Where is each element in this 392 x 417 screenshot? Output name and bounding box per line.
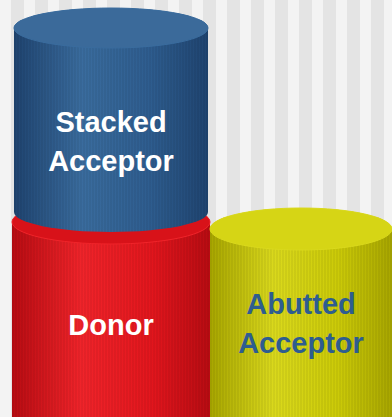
cylinder-top	[14, 8, 208, 48]
cylinder-node: Stacked Acceptor	[14, 8, 208, 232]
node-label: Abutted Acceptor	[210, 285, 392, 363]
cylinder-top	[12, 200, 210, 244]
cylinder-texture	[210, 208, 392, 417]
cylinder-node: Abutted Acceptor	[210, 208, 392, 417]
cylinder-top	[210, 208, 392, 250]
cylinder-texture	[14, 8, 208, 232]
cylinder-body	[12, 200, 210, 417]
cylinder-body	[14, 8, 208, 232]
cylinder-texture	[12, 200, 210, 417]
node-label: Donor	[12, 306, 210, 345]
cylinder-body	[210, 208, 392, 417]
cylinder-node: Donor	[12, 200, 210, 417]
node-label: Stacked Acceptor	[14, 103, 208, 181]
